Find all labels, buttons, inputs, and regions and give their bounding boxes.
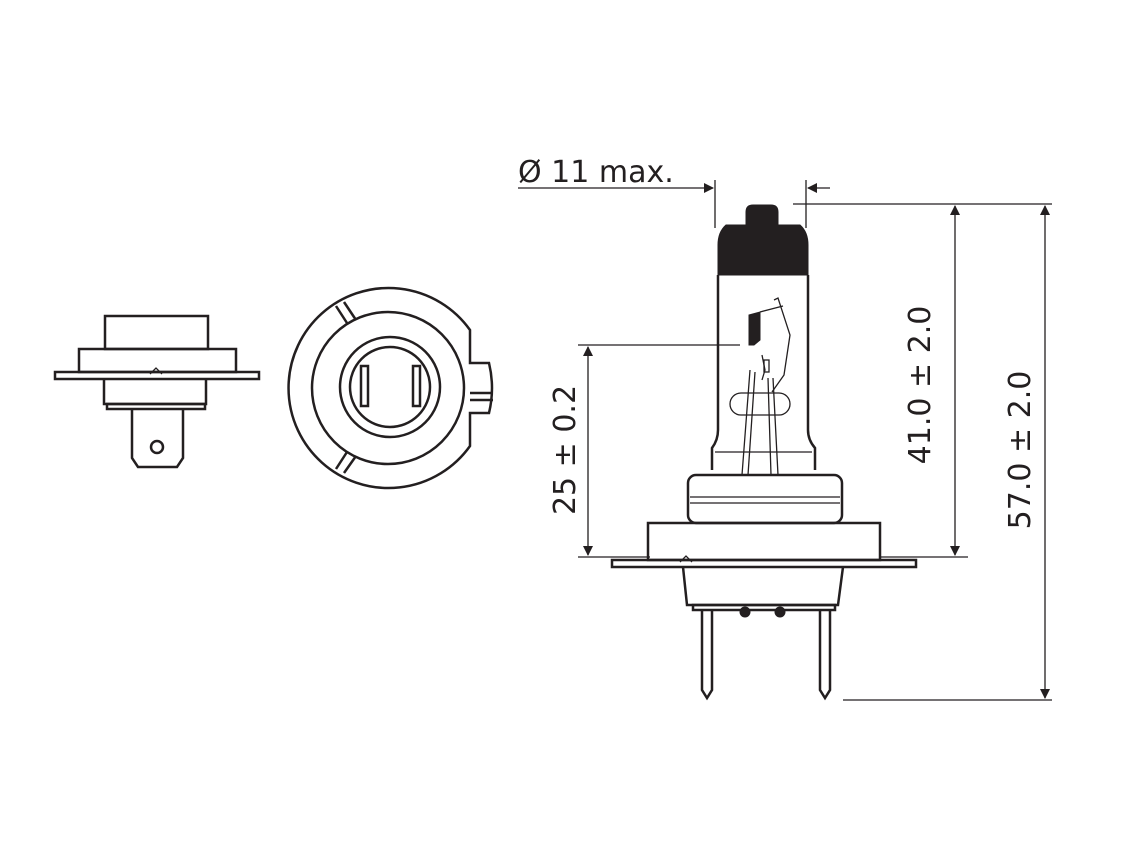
side-view (53, 314, 261, 469)
pin-hole-icon (149, 439, 165, 455)
black-cap (717, 204, 809, 276)
diameter-label: Ø 11 max. (518, 155, 674, 190)
bulb-side-view (610, 204, 918, 701)
glass-height-label: 41.0 ± 2.0 (903, 306, 938, 465)
overall-height-label: 57.0 ± 2.0 (1003, 371, 1038, 530)
light-center-height-label: 25 ± 0.2 (548, 385, 583, 515)
dimension-lines (518, 180, 1052, 701)
front-view (287, 286, 494, 490)
